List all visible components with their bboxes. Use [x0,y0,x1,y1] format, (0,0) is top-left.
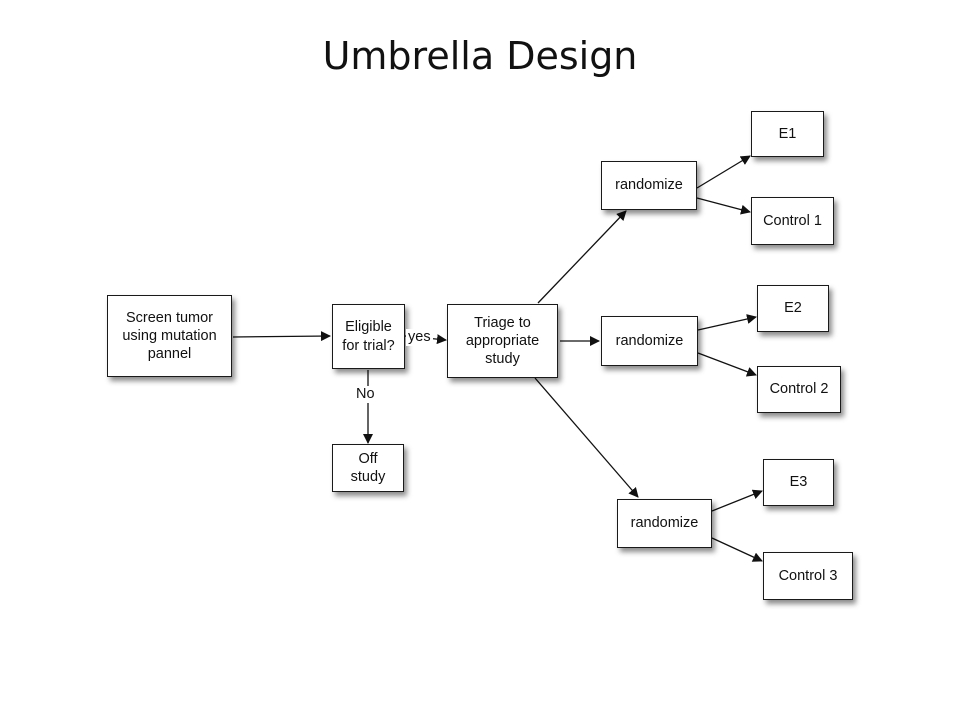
yes-label: yes [406,329,433,347]
arrow-rand2-e2 [697,314,757,331]
control-1-node: Control 1 [751,197,834,245]
arrow-triage-rand3 [534,377,639,498]
arrow-triage-rand1 [537,210,627,304]
randomize-node-1: randomize [601,161,697,210]
slide-title: Umbrella Design [322,34,638,78]
arrow-rand2-c2 [697,352,757,377]
arrow-rand1-c1 [696,197,751,215]
e3-node: E3 [763,459,834,506]
no-label: No [354,386,377,404]
e1-node: E1 [751,111,824,157]
control-3-node: Control 3 [763,552,853,600]
e2-node: E2 [757,285,829,332]
randomize-node-2: randomize [601,316,698,366]
triage-node: Triage to appropriate study [447,304,558,378]
screen-tumor-node: Screen tumor using mutation pannel [107,295,232,377]
arrow-rand1-e1 [696,155,751,189]
off-study-node: Off study [332,444,404,492]
arrow-rand3-e3 [711,489,763,512]
arrow-rand3-c3 [711,537,763,562]
eligible-node: Eligible for trial? [332,304,405,369]
arrow-screen-eligible [232,331,331,342]
control-2-node: Control 2 [757,366,841,413]
randomize-node-3: randomize [617,499,712,548]
